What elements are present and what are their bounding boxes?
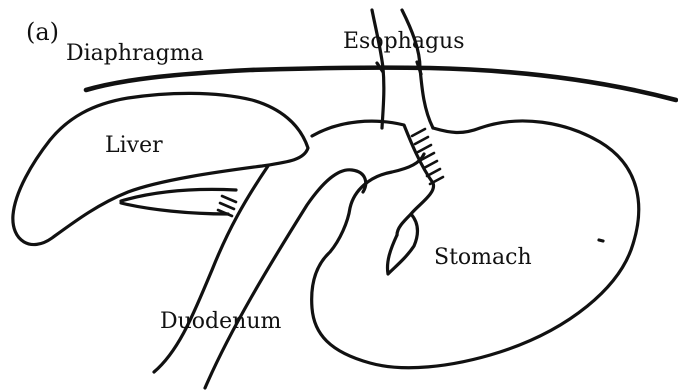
duodenum-label: Duodenum (160, 311, 281, 333)
stomach-label: Stomach (434, 247, 532, 269)
panel-label: (a) (26, 20, 59, 44)
liver-label: Liver (105, 135, 163, 157)
liver-hilum-upper (121, 189, 236, 201)
small-mark (599, 240, 603, 241)
duodenum-inner-wall (205, 170, 366, 388)
diaphragma-label: Diaphragma (66, 43, 204, 65)
esophagus-label: Esophagus (343, 31, 465, 53)
liver-outline (13, 93, 308, 244)
liver-hilum-lower (121, 203, 228, 214)
duodenum-outer-wall (154, 166, 268, 372)
